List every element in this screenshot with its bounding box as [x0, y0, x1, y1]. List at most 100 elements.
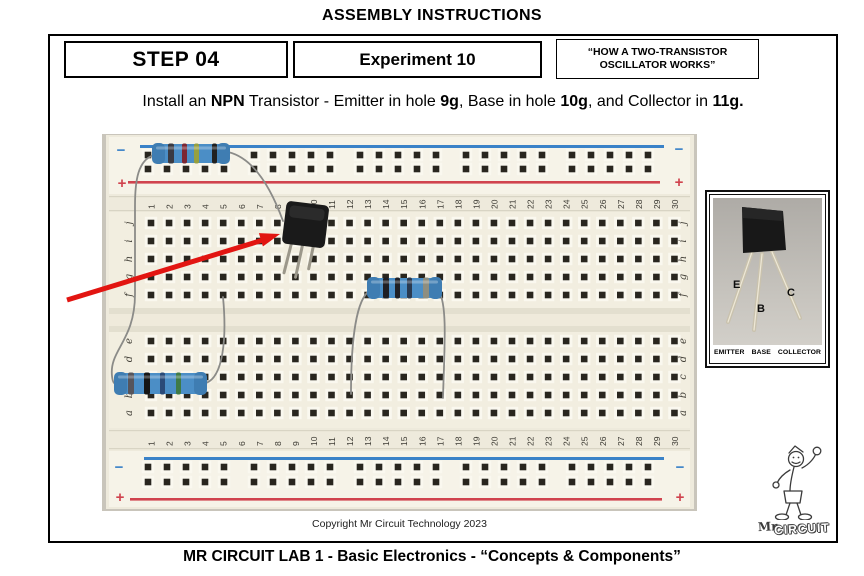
svg-text:15: 15 — [399, 436, 409, 446]
svg-text:24: 24 — [562, 436, 572, 446]
topic-line1: “HOW A TWO-TRANSISTOR — [587, 46, 728, 58]
transistor-legend-panel: E B C EMITTER BASE COLLECTOR — [705, 190, 830, 368]
red-arrow — [66, 233, 280, 303]
svg-text:30: 30 — [670, 436, 680, 446]
breadboard-image: −+−+−+−+11223344556677889910101111121213… — [66, 134, 697, 511]
svg-text:3: 3 — [183, 441, 193, 446]
svg-text:17: 17 — [435, 436, 445, 446]
svg-text:4: 4 — [201, 441, 211, 446]
svg-text:2: 2 — [165, 204, 175, 209]
breadboard-photo: −+−+−+−+11223344556677889910101111121213… — [66, 134, 697, 511]
resistor — [114, 372, 207, 395]
svg-text:21: 21 — [508, 199, 518, 209]
transistor-pinout-image: E B C — [726, 207, 802, 332]
svg-text:30: 30 — [670, 199, 680, 209]
svg-text:11: 11 — [327, 200, 337, 209]
svg-text:26: 26 — [598, 199, 608, 209]
svg-text:27: 27 — [616, 199, 626, 209]
svg-text:b: b — [124, 392, 135, 398]
svg-text:15: 15 — [399, 199, 409, 209]
svg-text:23: 23 — [544, 199, 554, 209]
svg-text:16: 16 — [417, 199, 427, 209]
svg-text:17: 17 — [435, 199, 445, 209]
svg-text:7: 7 — [255, 204, 265, 209]
svg-text:−: − — [117, 142, 126, 159]
svg-text:−: − — [115, 459, 124, 476]
svg-text:7: 7 — [255, 441, 265, 446]
svg-text:23: 23 — [544, 436, 554, 446]
topic-box: “HOW A TWO-TRANSISTOR OSCILLATOR WORKS” — [556, 39, 759, 79]
svg-text:h: h — [124, 256, 135, 262]
svg-text:C: C — [787, 287, 795, 299]
svg-text:1: 1 — [147, 204, 157, 209]
svg-text:d: d — [124, 356, 135, 362]
npn-transistor — [282, 201, 329, 279]
collector-caption: COLLECTOR — [777, 349, 821, 356]
svg-text:5: 5 — [219, 204, 229, 209]
svg-text:16: 16 — [417, 436, 427, 446]
svg-text:18: 18 — [453, 436, 463, 446]
svg-text:8: 8 — [273, 441, 283, 446]
svg-text:j: j — [678, 221, 689, 226]
base-caption: BASE — [751, 349, 771, 356]
svg-text:6: 6 — [237, 441, 247, 446]
transistor-pinout-photo: E B C — [713, 198, 822, 345]
svg-text:24: 24 — [562, 199, 572, 209]
resistor — [152, 143, 230, 164]
svg-text:e: e — [124, 338, 135, 344]
svg-text:9: 9 — [291, 441, 301, 446]
svg-text:12: 12 — [345, 436, 355, 446]
svg-text:−: − — [676, 459, 685, 476]
svg-text:i: i — [124, 239, 135, 242]
step-label: STEP 04 — [132, 47, 220, 71]
page-title: ASSEMBLY INSTRUCTIONS — [322, 7, 542, 24]
svg-text:21: 21 — [508, 436, 518, 446]
svg-text:a: a — [678, 410, 689, 416]
svg-text:22: 22 — [526, 436, 536, 446]
svg-text:+: + — [118, 175, 127, 192]
topic-line2: OSCILLATOR WORKS” — [599, 59, 716, 71]
step-box: STEP 04 — [64, 41, 288, 78]
svg-text:28: 28 — [634, 436, 644, 446]
svg-text:g: g — [124, 274, 135, 280]
svg-text:+: + — [116, 489, 125, 506]
svg-text:f: f — [678, 291, 689, 298]
svg-text:a: a — [124, 410, 135, 416]
svg-text:B: B — [757, 303, 765, 315]
svg-text:13: 13 — [363, 436, 373, 446]
svg-text:h: h — [678, 256, 689, 262]
svg-text:27: 27 — [616, 436, 626, 446]
footer-title: MR CIRCUIT LAB 1 - Basic Electronics - “… — [183, 548, 681, 565]
svg-text:1: 1 — [147, 441, 157, 446]
svg-text:2: 2 — [165, 441, 175, 446]
svg-text:i: i — [678, 239, 689, 242]
svg-text:e: e — [678, 338, 689, 344]
svg-text:11: 11 — [327, 437, 337, 446]
svg-text:19: 19 — [471, 199, 481, 209]
svg-text:12: 12 — [345, 199, 355, 209]
svg-text:18: 18 — [453, 199, 463, 209]
svg-text:25: 25 — [580, 199, 590, 209]
svg-text:25: 25 — [580, 436, 590, 446]
svg-text:b: b — [678, 392, 689, 398]
svg-text:j: j — [124, 221, 135, 226]
svg-text:+: + — [675, 174, 684, 191]
emitter-caption: EMITTER — [714, 349, 745, 356]
logo-circuit-text: CIRCUIT — [773, 520, 831, 538]
svg-text:19: 19 — [471, 436, 481, 446]
experiment-label: Experiment 10 — [359, 49, 476, 69]
mr-circuit-mascot-icon — [772, 445, 822, 520]
svg-text:d: d — [678, 356, 689, 362]
svg-text:20: 20 — [489, 199, 499, 209]
svg-text:14: 14 — [381, 436, 391, 446]
svg-text:13: 13 — [363, 199, 373, 209]
svg-text:28: 28 — [634, 199, 644, 209]
svg-text:10: 10 — [309, 436, 319, 446]
instruction-text: Install an NPN Transistor - Emitter in h… — [142, 93, 744, 110]
mr-circuit-logo: Mr CIRCUIT — [753, 442, 845, 542]
svg-text:E: E — [733, 279, 740, 291]
svg-text:26: 26 — [598, 436, 608, 446]
svg-text:14: 14 — [381, 199, 391, 209]
copyright-text: Copyright Mr Circuit Technology 2023 — [312, 518, 487, 530]
svg-text:g: g — [678, 274, 689, 280]
